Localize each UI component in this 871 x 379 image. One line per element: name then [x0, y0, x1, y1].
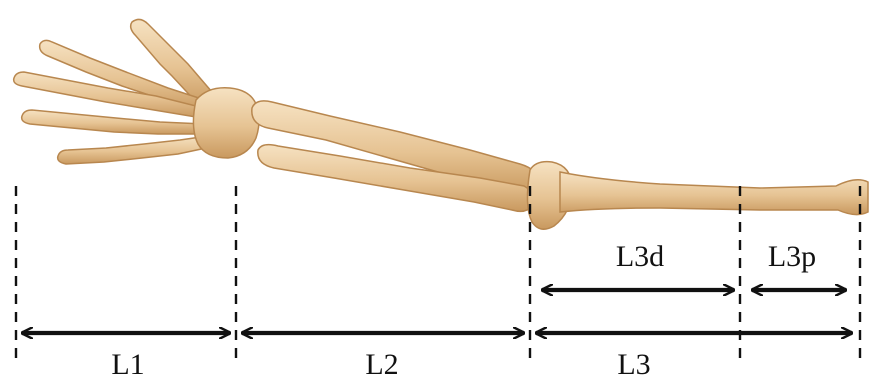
little-finger-bone [58, 136, 210, 164]
carpal-bones [193, 88, 259, 158]
segment-labels: L1 L2 L3 L3d L3p [111, 240, 816, 379]
label-L1: L1 [111, 348, 144, 379]
label-L2: L2 [365, 348, 398, 379]
label-L3: L3 [617, 348, 650, 379]
label-L3p: L3p [768, 240, 816, 273]
label-L3d: L3d [616, 240, 664, 273]
hand-bones [14, 19, 259, 164]
humerus-bone-group [527, 162, 868, 230]
measurement-arrows [22, 290, 852, 333]
humerus-bone [560, 172, 868, 215]
forearm-bones [252, 101, 538, 211]
